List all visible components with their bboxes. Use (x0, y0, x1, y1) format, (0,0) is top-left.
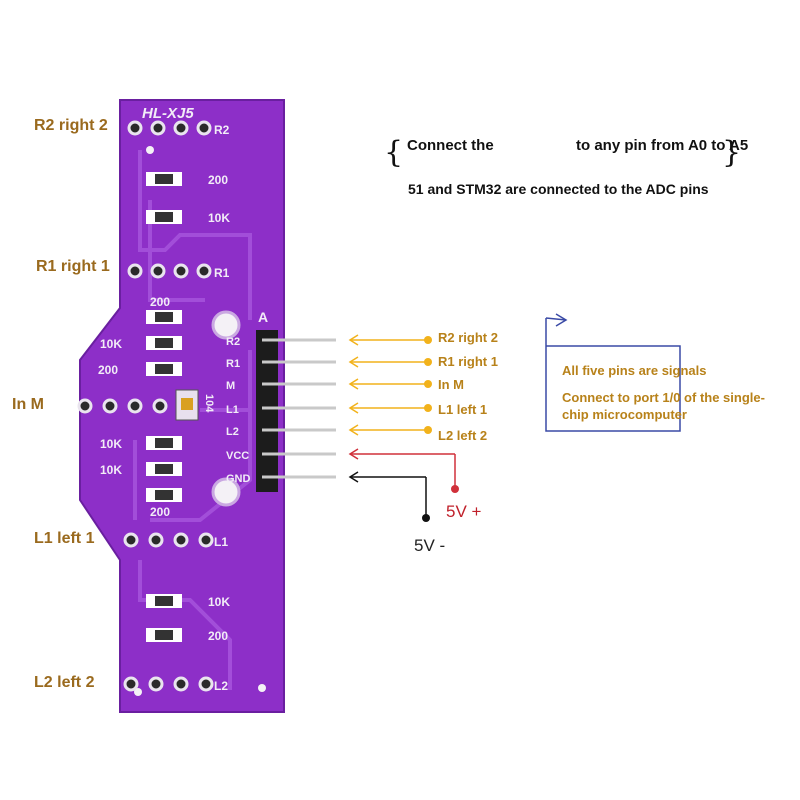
info-box-line2: Connect to port 1/0 of the single-chip m… (562, 390, 765, 422)
power-positive-label: 5V + (446, 502, 482, 521)
signal-arrow-l1 (348, 402, 432, 414)
board-name: HL-XJ5 (142, 105, 194, 122)
signal-arrow-m (348, 378, 432, 390)
silk-10k: 10K (208, 211, 230, 225)
silk-pot: 104 (203, 394, 215, 413)
silk-l2: L2 (214, 679, 228, 693)
info-box-line1: All five pins are signals (562, 363, 707, 378)
label-r1-right-1: R1 right 1 (36, 258, 110, 275)
pin-label-l2: L2 left 2 (438, 428, 488, 443)
header-pin-label-l1: L1 (226, 404, 239, 416)
label-l1-left-1: L1 left 1 (34, 530, 95, 547)
header-pin-label-r1: R1 (226, 358, 240, 370)
pin-header (256, 330, 278, 492)
silk-10k: 10K (208, 595, 230, 609)
header-pins (262, 338, 336, 479)
vcc-arrow (348, 448, 456, 486)
gnd-dot (422, 514, 430, 522)
mounting-hole (146, 146, 154, 154)
top-note-line2: 51 and STM32 are connected to the ADC pi… (408, 181, 709, 197)
gnd-arrow (348, 471, 427, 515)
top-note-line1-right: to any pin from A0 to A5 (576, 137, 749, 154)
label-l2-left-2: L2 left 2 (34, 674, 95, 691)
silk-10k: 10K (100, 437, 122, 451)
connector-mark: A (258, 309, 268, 325)
top-note-line1-left: Connect the (407, 137, 494, 154)
silk-10k: 10K (100, 337, 122, 351)
silk-r1: R1 (214, 266, 230, 280)
silk-200: 200 (98, 363, 118, 377)
pin-label-r2: R2 right 2 (438, 330, 498, 345)
silk-200: 200 (208, 629, 228, 643)
label-in-m: In M (12, 396, 44, 413)
info-box-frame (545, 313, 681, 432)
silk-10k: 10K (100, 463, 122, 477)
mounting-hole (134, 688, 142, 696)
left-brace-icon: { (384, 135, 404, 170)
signal-arrow-r2 (348, 334, 432, 346)
silk-r2: R2 (214, 123, 230, 137)
header-pin-label-vcc: VCC (226, 450, 249, 462)
silk-200: 200 (150, 505, 170, 519)
smd-components (146, 172, 182, 642)
header-pin-label-gnd: GND (226, 473, 251, 485)
signal-arrows (348, 334, 432, 436)
silk-l1: L1 (214, 535, 228, 549)
signal-arrow-r1 (348, 356, 432, 368)
mounting-hole (211, 310, 241, 340)
silk-200: 200 (150, 295, 170, 309)
right-brace-icon: } (722, 135, 742, 170)
signal-arrow-l2 (348, 424, 432, 436)
pin-label-l1: L1 left 1 (438, 402, 488, 417)
mounting-hole (211, 477, 241, 507)
silk-200: 200 (208, 173, 228, 187)
power-negative-label: 5V - (414, 536, 446, 555)
header-pin-label-r2: R2 (226, 336, 240, 348)
label-r2-right-2: R2 right 2 (34, 117, 108, 134)
mounting-hole (258, 684, 266, 692)
pin-label-m: In M (438, 377, 464, 392)
ir-sensors (77, 120, 214, 692)
pin-label-r1: R1 right 1 (438, 354, 498, 369)
vcc-dot (451, 485, 459, 493)
header-pin-label-l2: L2 (226, 426, 239, 438)
header-pin-label-m: M (226, 380, 235, 392)
